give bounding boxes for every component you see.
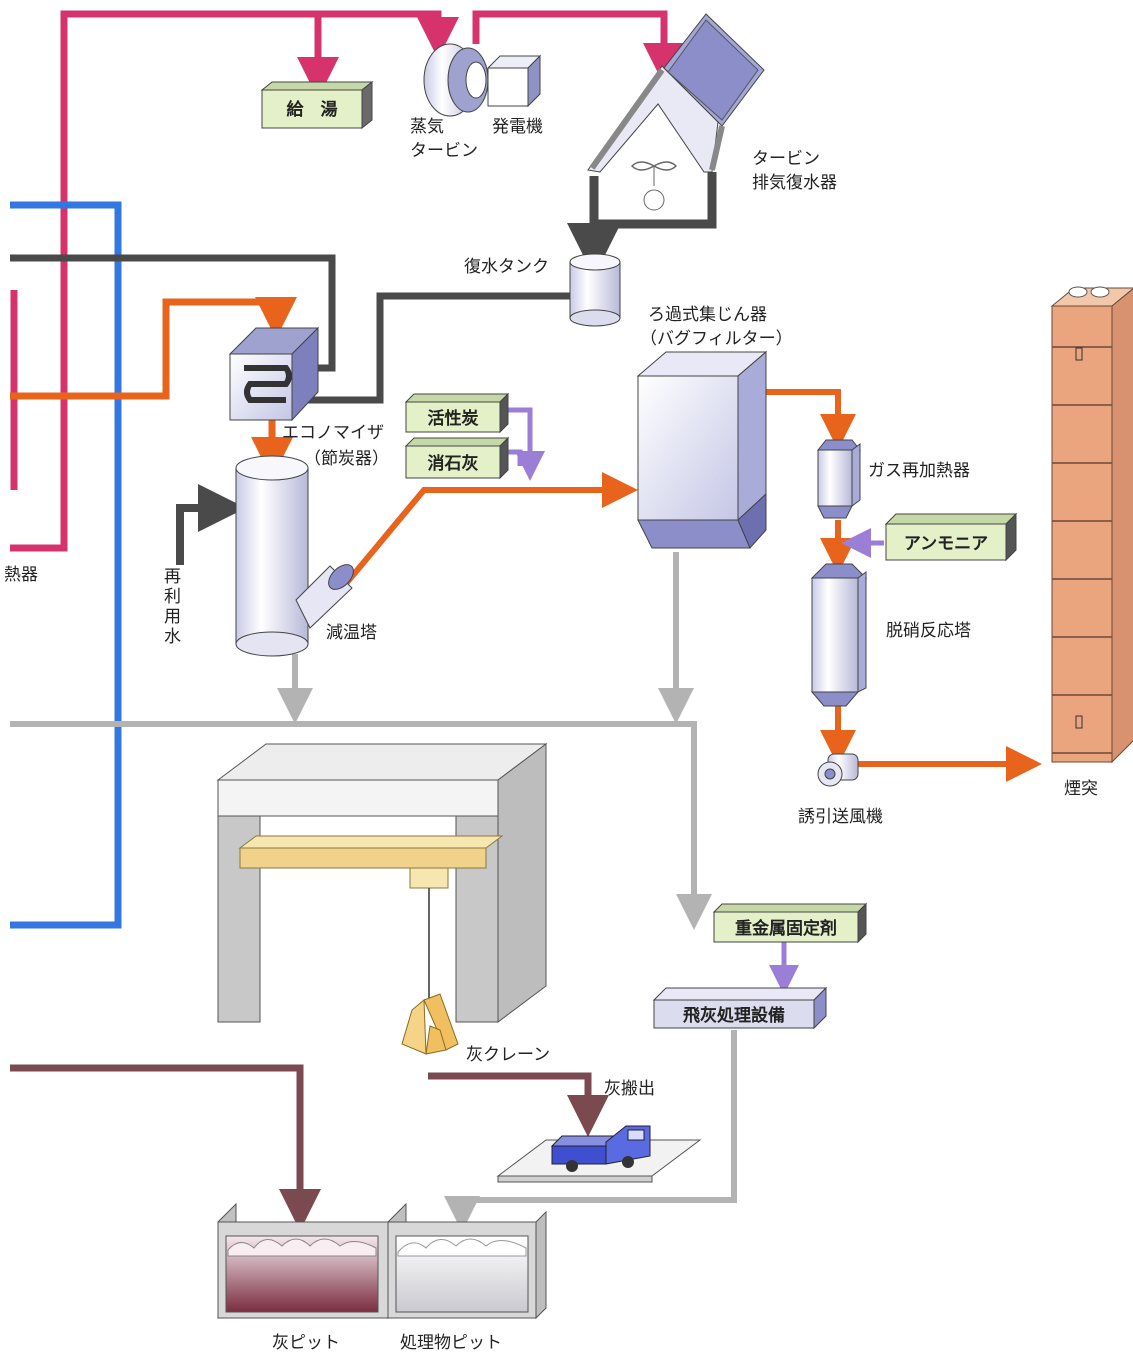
reuse-water-arrow xyxy=(176,484,246,565)
chemical-line-carbon xyxy=(506,407,545,481)
ash-pit xyxy=(217,1202,389,1320)
ash-line-to-treated-pit xyxy=(444,1030,737,1232)
treated-material-pit xyxy=(387,1202,547,1320)
condensate-tank-label: 復水タンク xyxy=(464,257,549,277)
activated-carbon-box: 活性炭 xyxy=(404,392,510,434)
cooling-tower xyxy=(235,455,354,657)
ash-crane-label: 灰クレーン xyxy=(466,1045,550,1065)
ammonia-box: アンモニア xyxy=(884,512,1018,562)
turbine-condenser-label-2: 排気復水器 xyxy=(752,173,837,193)
condenser-drain xyxy=(589,172,717,229)
reuse-water-label: 再 利 用 水 xyxy=(164,567,181,647)
induced-draft-fan xyxy=(817,753,859,787)
economizer-label-2: （節炭器） xyxy=(304,449,389,469)
ash-crane-building xyxy=(216,743,548,1023)
steam-turbine-label-1: 蒸気 xyxy=(410,117,444,137)
condensate-line-tank-to-economizer xyxy=(250,292,570,404)
heavy-metal-fixer-label: 重金属固定剤 xyxy=(735,918,837,939)
slaked-lime-box: 消石灰 xyxy=(404,436,510,480)
ash-line-main xyxy=(10,721,712,930)
economizer xyxy=(228,326,320,422)
bag-filter xyxy=(636,350,768,549)
steam-turbine xyxy=(423,43,489,117)
ash-removal-label: 灰搬出 xyxy=(604,1079,655,1099)
reuse-water-char-4: 水 xyxy=(164,627,181,647)
chimney xyxy=(1050,286,1133,764)
bag-filter-label-1: ろ過式集じん器 xyxy=(648,305,767,325)
turbine-condenser-label-1: タービン xyxy=(752,149,820,169)
induced-draft-fan-label: 誘引送風機 xyxy=(798,807,883,827)
turbine-condenser xyxy=(587,13,765,211)
condensate-tank xyxy=(569,253,621,327)
steam-line-left xyxy=(10,10,459,552)
slaked-lime-label: 消石灰 xyxy=(428,453,479,474)
heat-exchanger-partial-label: 熱器 xyxy=(4,565,38,585)
hot-water-supply-label: 給 湯 xyxy=(287,99,338,120)
flue-gas-line-to-economizer xyxy=(10,297,297,400)
heavy-metal-fixer-box: 重金属固定剤 xyxy=(712,902,868,944)
fly-ash-treatment-label: 飛灰処理設備 xyxy=(682,1005,785,1026)
cooling-tower-label: 減温塔 xyxy=(326,623,377,643)
flue-gas-filter-to-reheater xyxy=(758,389,856,450)
generator xyxy=(486,54,542,108)
gas-reheater-label: ガス再加熱器 xyxy=(868,461,970,481)
flue-gas-tower-to-filter xyxy=(341,472,638,588)
ammonia-label: アンモニア xyxy=(904,534,988,554)
activated-carbon-label: 活性炭 xyxy=(428,408,479,429)
reuse-water-char-1: 再 xyxy=(164,567,181,587)
steam-turbine-label-2: タービン xyxy=(410,141,478,161)
generator-label: 発電機 xyxy=(492,117,543,137)
hot-water-supply-box: 給 湯 xyxy=(260,80,374,130)
chimney-label: 煙突 xyxy=(1064,779,1098,799)
ash-removal-arrow xyxy=(428,1072,609,1137)
pipes xyxy=(10,10,1042,1232)
bottom-ash-line xyxy=(10,1064,321,1231)
steam-line-to-condenser xyxy=(472,10,685,85)
reuse-water-char-2: 利 xyxy=(164,587,181,607)
treated-material-pit-label: 処理物ピット xyxy=(400,1333,502,1353)
ash-pit-label: 灰ピット xyxy=(272,1333,340,1353)
fly-ash-treatment-box: 飛灰処理設備 xyxy=(652,986,828,1030)
gas-reheater xyxy=(816,439,862,519)
reuse-water-char-3: 用 xyxy=(164,607,181,627)
ash-truck xyxy=(550,1125,651,1172)
bag-filter-label-2: （バグフィルター） xyxy=(640,329,793,349)
water-line xyxy=(10,201,122,929)
economizer-label-1: エコノマイザ xyxy=(282,423,384,443)
denitration-tower-label: 脱硝反応塔 xyxy=(886,621,971,641)
ash-crane-grab xyxy=(401,993,459,1055)
chemical-line-lime xyxy=(506,449,523,466)
denitration-tower xyxy=(810,563,868,707)
